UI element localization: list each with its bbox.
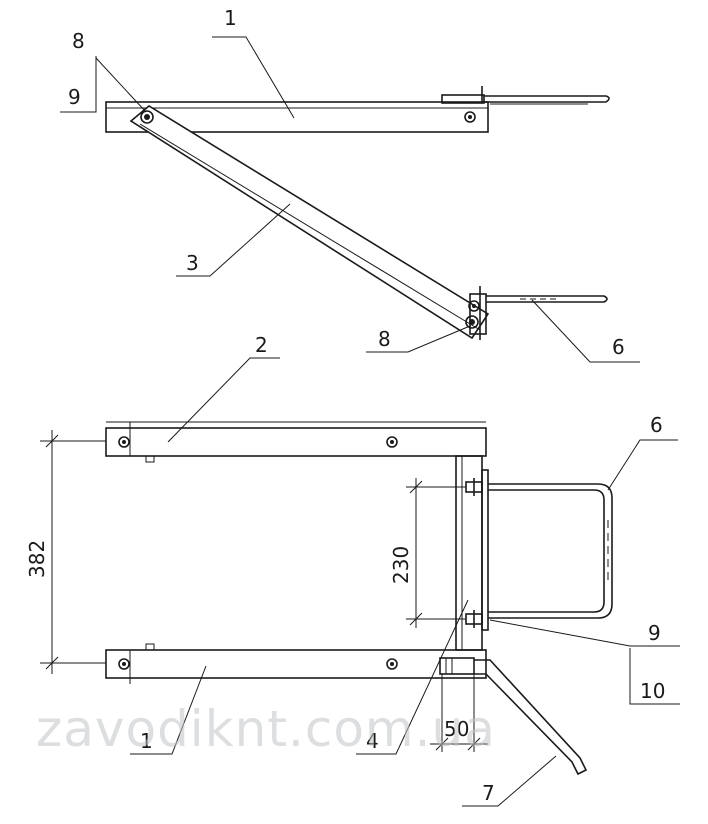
dimension-382: 382 (25, 540, 49, 578)
upright-4 (455, 455, 483, 651)
bolt-8-top-overlay-center (144, 114, 150, 120)
brace-bracket (469, 293, 487, 335)
beam-2 (105, 427, 487, 457)
brace-3 (129, 105, 490, 340)
bolt-top-right (464, 111, 476, 123)
bolt-beam-1-right (386, 658, 398, 670)
dim-230-tick-bottom (409, 612, 423, 626)
bolt-top-right-center (468, 115, 472, 119)
bolt-beam-1-right-center (390, 662, 394, 666)
hinge-plate-top (441, 94, 485, 104)
leader-7 (462, 755, 557, 807)
leader-4 (356, 599, 469, 755)
callout-8-mid: 8 (378, 327, 391, 351)
dimension-230: 230 (389, 546, 413, 584)
callout-10: 10 (640, 679, 665, 703)
bolt-beam-2-right-center (390, 440, 394, 444)
leader-10 (629, 648, 680, 705)
bolt-beam-1-left (118, 658, 130, 670)
bolt-8-top-overlay (140, 110, 154, 124)
bolt-8-lower (465, 315, 479, 329)
leader-8-top (95, 57, 147, 113)
beam-1-bottom-tab (145, 643, 155, 651)
leader-9-top (60, 56, 97, 113)
callout-1-bottom: 1 (140, 729, 153, 753)
leader-9-bottom (489, 619, 680, 647)
u-handle-6-outer (488, 483, 613, 619)
leader-1-top (212, 36, 295, 119)
callout-6-bottom: 6 (650, 413, 663, 437)
callout-9-top: 9 (68, 85, 81, 109)
top-assembly (60, 36, 640, 363)
handle-6-mid (486, 295, 608, 303)
callout-3: 3 (186, 251, 199, 275)
callout-4: 4 (366, 729, 379, 753)
bolt-beam-2-left (118, 436, 130, 448)
bolt-brace-upper-center (472, 304, 476, 308)
leader-1-bottom (130, 665, 207, 755)
brace-3-inner-line (139, 123, 481, 331)
callout-7: 7 (482, 781, 495, 805)
beam-1-top (105, 101, 489, 133)
dim-382-tick-bottom (45, 656, 59, 670)
lever-7-clamp (439, 657, 475, 675)
dim-382-tick-top (45, 434, 59, 448)
callout-8-top: 8 (72, 29, 85, 53)
callout-9-bottom: 9 (648, 621, 661, 645)
leader-2 (167, 357, 280, 443)
callout-1-top: 1 (224, 6, 237, 30)
dimension-50: 50 (444, 717, 469, 741)
leader-6-top (531, 299, 640, 363)
beam-1-bottom (105, 649, 487, 679)
callout-2: 2 (255, 333, 268, 357)
callout-6-top: 6 (612, 335, 625, 359)
dim-230-tick-top (409, 480, 423, 494)
u-handle-6-inner (488, 489, 605, 613)
bolt-brace-upper (468, 300, 480, 312)
leader-8-mid (366, 325, 471, 353)
lever-7 (474, 659, 588, 776)
handle-6-top (484, 95, 610, 103)
bolt-beam-1-left-center (122, 662, 126, 666)
leader-3 (176, 203, 291, 277)
dim-50-tick-right (467, 737, 481, 751)
bolt-8-lower-center (469, 319, 475, 325)
bolt-beam-2-right (386, 436, 398, 448)
dim-50-tick-left (435, 737, 449, 751)
bolt-beam-2-left-center (122, 440, 126, 444)
upright-plate (481, 469, 489, 631)
beam-2-tab (145, 455, 155, 463)
bottom-assembly (40, 357, 680, 807)
watermark: zavodiknt.com.ua (36, 700, 496, 758)
leader-6-bottom (607, 439, 678, 491)
